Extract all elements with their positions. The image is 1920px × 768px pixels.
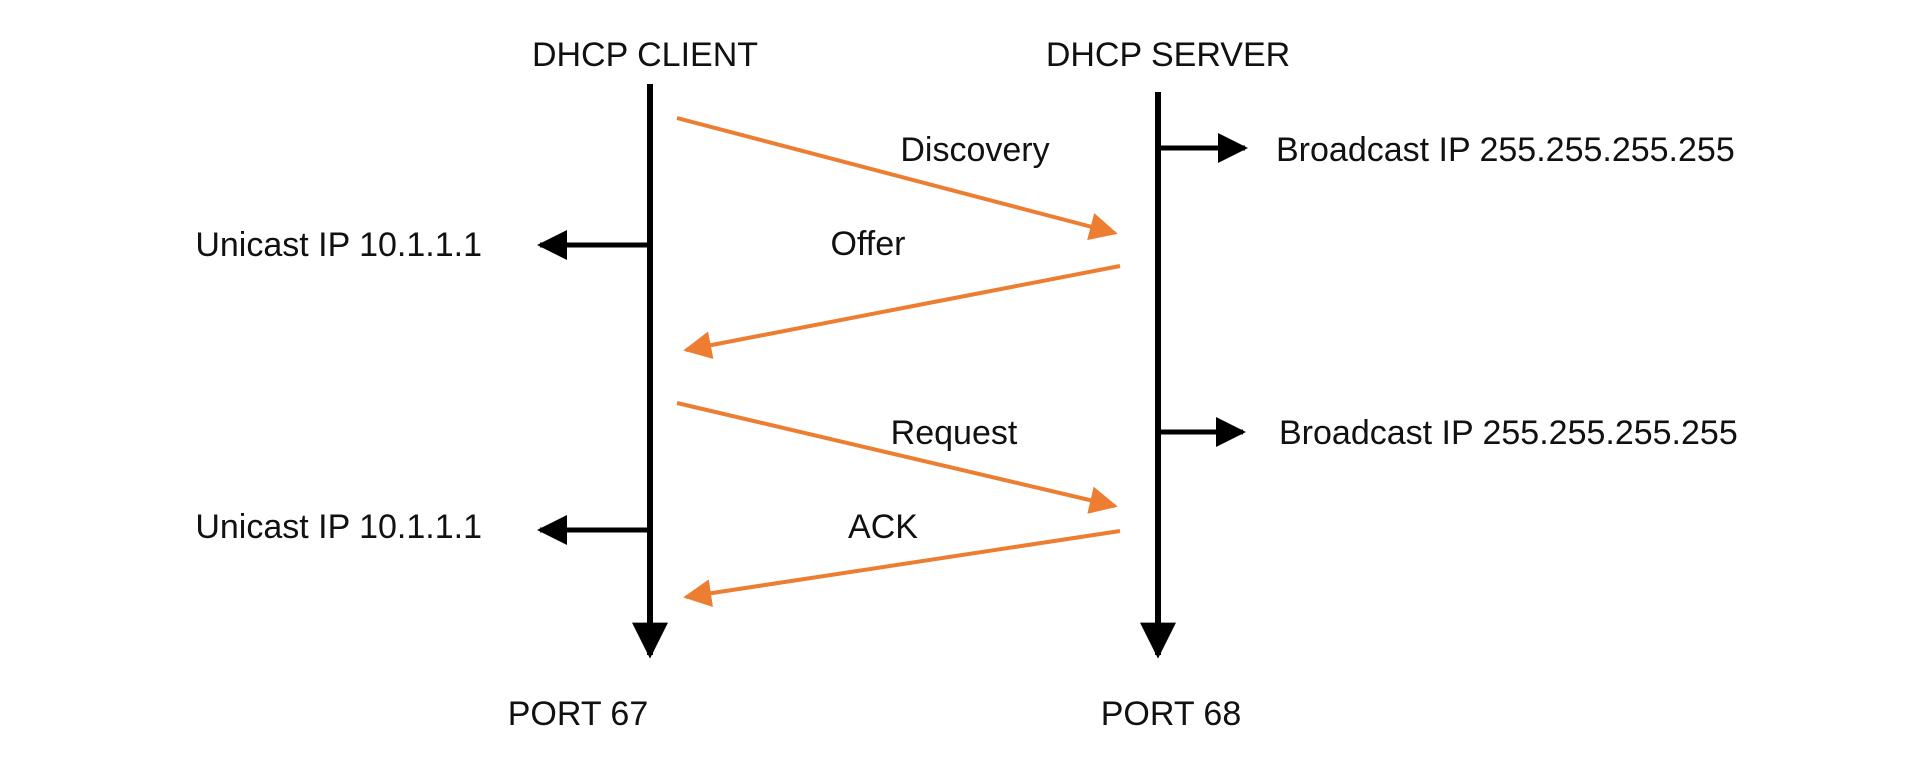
client-note-unicast-1: Unicast IP 10.1.1.1 <box>195 226 482 264</box>
client-note-unicast-2: Unicast IP 10.1.1.1 <box>195 508 482 546</box>
ack-arrow <box>683 529 1121 608</box>
server-title: DHCP SERVER <box>1046 36 1290 74</box>
message-label-request: Request <box>891 414 1018 452</box>
message-label-offer: Offer <box>831 225 906 263</box>
server-port: PORT 68 <box>1101 695 1241 733</box>
request-arrow <box>676 401 1118 514</box>
offer-arrow <box>683 264 1121 359</box>
discovery-arrow <box>676 116 1118 241</box>
message-label-discovery: Discovery <box>900 131 1049 169</box>
server-note-broadcast-2: Broadcast IP 255.255.255.255 <box>1279 414 1738 452</box>
client-title: DHCP CLIENT <box>532 36 758 74</box>
message-label-ack: ACK <box>848 508 918 546</box>
client-port: PORT 67 <box>508 695 648 733</box>
server-note-broadcast-1: Broadcast IP 255.255.255.255 <box>1276 131 1735 169</box>
